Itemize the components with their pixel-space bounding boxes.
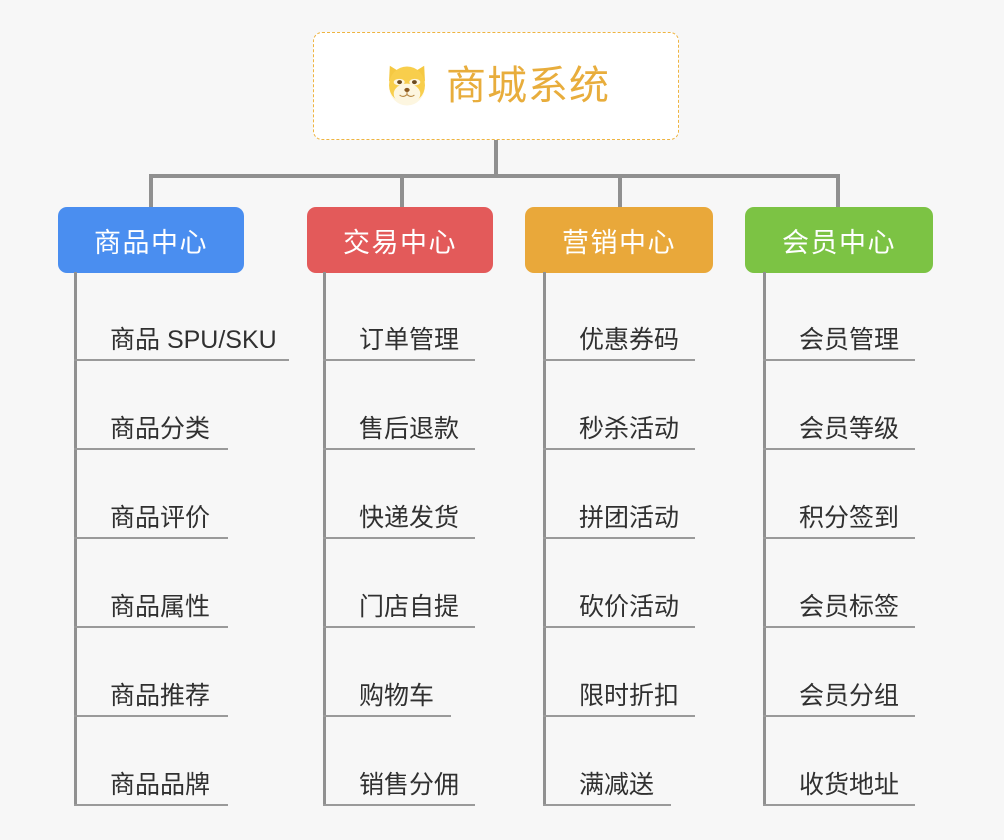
- leaf-item[interactable]: 购物车: [323, 628, 451, 717]
- leaf-underline: [74, 537, 228, 539]
- root-node[interactable]: 商城系统: [313, 32, 679, 140]
- branch-header-4[interactable]: 会员中心: [745, 207, 933, 273]
- branch-header-1[interactable]: 商品中心: [58, 207, 244, 273]
- leaf-underline: [323, 804, 475, 806]
- leaf-item-label: 优惠券码: [579, 325, 680, 354]
- branch-header-3[interactable]: 营销中心: [525, 207, 713, 273]
- leaf-item-label: 快递发货: [359, 503, 460, 532]
- leaf-underline: [543, 359, 695, 361]
- leaf-underline: [763, 537, 915, 539]
- leaf-underline: [543, 804, 671, 806]
- leaf-item-label: 积分签到: [799, 503, 900, 532]
- leaf-item-label: 商品分类: [110, 414, 211, 443]
- leaf-spine-4: [763, 272, 766, 806]
- leaf-underline: [543, 626, 695, 628]
- leaf-item[interactable]: 商品属性: [74, 539, 228, 628]
- leaf-spine-1: [74, 272, 77, 806]
- leaf-item[interactable]: 商品品牌: [74, 717, 228, 806]
- leaf-underline: [763, 359, 915, 361]
- leaf-underline: [763, 804, 915, 806]
- branch-header-3-label: 营销中心: [562, 227, 676, 258]
- leaf-spine-3: [543, 272, 546, 806]
- root-title: 商城系统: [446, 64, 610, 108]
- leaf-item-label: 收货地址: [799, 770, 900, 799]
- leaf-item[interactable]: 积分签到: [763, 450, 915, 539]
- leaf-underline: [323, 626, 475, 628]
- leaf-item[interactable]: 门店自提: [323, 539, 475, 628]
- leaf-underline: [543, 537, 695, 539]
- branch-header-2[interactable]: 交易中心: [307, 207, 493, 273]
- leaf-item-label: 商品推荐: [110, 681, 211, 710]
- leaf-item-label: 商品品牌: [110, 770, 211, 799]
- connector-drop-3: [618, 174, 622, 209]
- leaf-underline: [763, 626, 915, 628]
- branch-header-1-label: 商品中心: [94, 227, 208, 258]
- leaf-item[interactable]: 快递发货: [323, 450, 475, 539]
- leaf-item-label: 购物车: [359, 681, 435, 710]
- connector-drop-2: [400, 174, 404, 209]
- leaf-item[interactable]: 商品分类: [74, 361, 228, 450]
- leaf-item[interactable]: 售后退款: [323, 361, 475, 450]
- leaf-item-label: 限时折扣: [579, 681, 680, 710]
- leaf-item-label: 秒杀活动: [579, 414, 680, 443]
- leaf-item[interactable]: 收货地址: [763, 717, 915, 806]
- leaf-item[interactable]: 商品推荐: [74, 628, 228, 717]
- branch-header-2-label: 交易中心: [343, 227, 457, 258]
- leaf-item[interactable]: 销售分佣: [323, 717, 475, 806]
- leaf-underline: [543, 448, 695, 450]
- leaf-item[interactable]: 会员分组: [763, 628, 915, 717]
- leaf-underline: [74, 359, 289, 361]
- leaf-item[interactable]: 商品 SPU/SKU: [74, 272, 289, 361]
- leaf-item-label: 订单管理: [359, 325, 460, 354]
- connector-drop-1: [149, 174, 153, 209]
- leaf-underline: [74, 715, 228, 717]
- leaf-item-label: 门店自提: [359, 592, 460, 621]
- branch-header-4-label: 会员中心: [782, 227, 896, 258]
- leaf-item[interactable]: 优惠券码: [543, 272, 695, 361]
- leaf-item-label: 会员管理: [799, 325, 900, 354]
- leaf-underline: [763, 715, 915, 717]
- leaf-underline: [74, 804, 228, 806]
- leaf-underline: [543, 715, 695, 717]
- leaf-item-label: 售后退款: [359, 414, 460, 443]
- leaf-underline: [74, 448, 228, 450]
- leaf-item-label: 会员等级: [799, 414, 900, 443]
- leaf-underline: [323, 448, 475, 450]
- leaf-item[interactable]: 商品评价: [74, 450, 228, 539]
- leaf-underline: [323, 359, 475, 361]
- leaf-item-label: 会员分组: [799, 681, 900, 710]
- leaf-underline: [323, 715, 451, 717]
- leaf-item[interactable]: 会员标签: [763, 539, 915, 628]
- leaf-item[interactable]: 满减送: [543, 717, 671, 806]
- leaf-item-label: 商品属性: [110, 592, 211, 621]
- shiba-dog-face-icon: [389, 65, 425, 106]
- leaf-item[interactable]: 砍价活动: [543, 539, 695, 628]
- leaf-underline: [74, 626, 228, 628]
- connector-root-stem: [494, 140, 498, 176]
- leaf-item-label: 会员标签: [799, 592, 900, 621]
- connector-horizontal-bus: [149, 174, 840, 178]
- leaf-item-label: 满减送: [579, 770, 655, 799]
- connector-drop-4: [836, 174, 840, 209]
- leaf-underline: [763, 448, 915, 450]
- leaf-item[interactable]: 会员管理: [763, 272, 915, 361]
- leaf-item[interactable]: 订单管理: [323, 272, 475, 361]
- leaf-item[interactable]: 会员等级: [763, 361, 915, 450]
- leaf-item-label: 砍价活动: [579, 592, 680, 621]
- leaf-item[interactable]: 限时折扣: [543, 628, 695, 717]
- leaf-item-label: 商品 SPU/SKU: [110, 325, 277, 354]
- leaf-spine-2: [323, 272, 326, 806]
- leaf-item[interactable]: 秒杀活动: [543, 361, 695, 450]
- leaf-item-label: 销售分佣: [359, 770, 460, 799]
- leaf-item-label: 商品评价: [110, 503, 211, 532]
- leaf-item-label: 拼团活动: [579, 503, 680, 532]
- leaf-item[interactable]: 拼团活动: [543, 450, 695, 539]
- leaf-underline: [323, 537, 475, 539]
